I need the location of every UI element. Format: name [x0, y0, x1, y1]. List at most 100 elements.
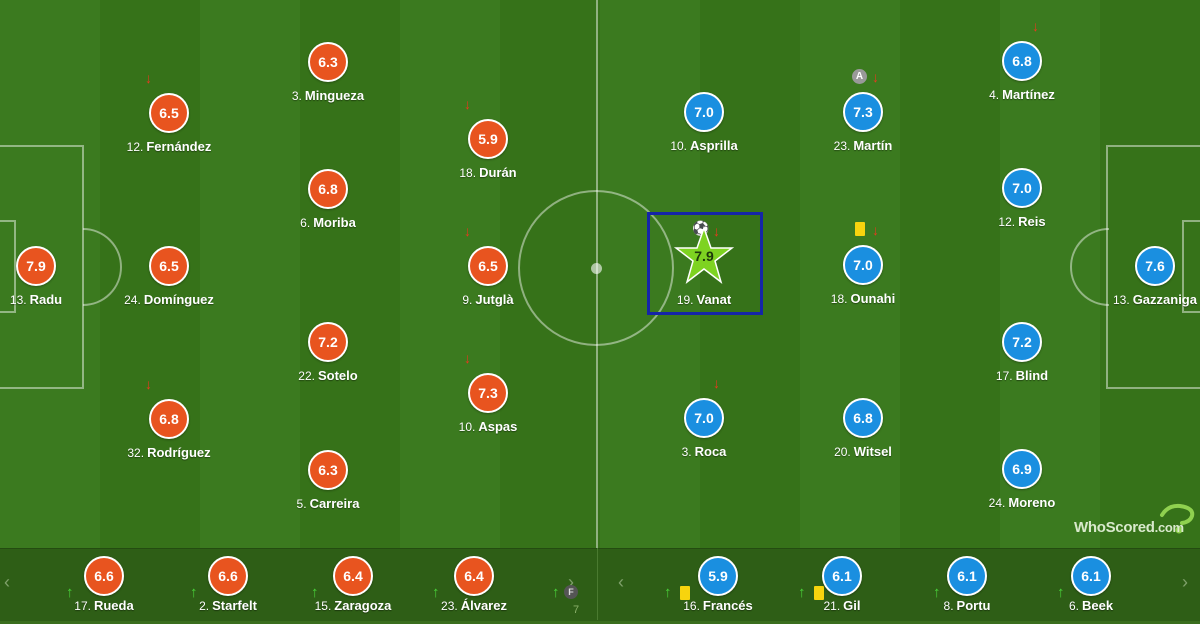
player-label: 16.Francés: [683, 598, 753, 613]
player-label: 3.Roca: [681, 444, 727, 459]
rating-circle: 6.3: [308, 450, 348, 490]
home-player-carreira[interactable]: 6.3 5.Carreira: [248, 450, 408, 530]
pitch: 7.9 13.Radu ↓ 6.5 12.Fernández 6.5 24.Do…: [0, 0, 1200, 548]
home-player-dominguez[interactable]: 6.5 24.Domínguez: [89, 246, 249, 326]
sub-on-arrow-icon: ↑: [190, 584, 198, 601]
rating-circle: 7.3: [843, 92, 883, 132]
player-label: 4.Martínez: [989, 87, 1055, 102]
away-player-witsel[interactable]: 6.8 20.Witsel: [783, 398, 943, 478]
away-sub-gil[interactable]: ↑ 6.1 21.Gil: [762, 544, 922, 624]
rating-circle: 6.8: [308, 169, 348, 209]
away-player-asprilla[interactable]: 7.0 10.Asprilla: [624, 92, 784, 172]
player-label: 2.Starfelt: [199, 598, 257, 613]
rating-circle: 7.9: [16, 246, 56, 286]
home-player-aspas[interactable]: ↓ 7.3 10.Aspas: [408, 351, 568, 453]
rating-circle: 5.9: [468, 119, 508, 159]
player-label: 6.Moriba: [300, 215, 356, 230]
away-player-moreno[interactable]: 6.9 24.Moreno: [942, 449, 1102, 529]
f-badge-icon: F: [564, 585, 578, 599]
away-player-ounahi[interactable]: ↓ 7.0 18.Ounahi: [783, 222, 943, 325]
away-sub-portu[interactable]: ↑ 6.1 8.Portu: [887, 544, 1047, 624]
sub-on-arrow-icon: ↑: [66, 584, 74, 601]
player-label: 5.Carreira: [296, 496, 360, 511]
player-label: 23.Álvarez: [441, 598, 507, 613]
rating-circle: 7.2: [308, 322, 348, 362]
sub-on-arrow-icon: ↑: [664, 584, 672, 601]
captain-badge: A: [852, 69, 867, 84]
player-label: 19.Vanat: [676, 292, 732, 307]
center-circle: [518, 190, 674, 346]
home-player-sotelo[interactable]: 7.2 22.Sotelo: [248, 322, 408, 402]
home-player-rodriguez[interactable]: ↓ 6.8 32.Rodríguez: [89, 377, 249, 479]
sub-off-arrow-icon: ↓: [1032, 18, 1039, 34]
yellow-card-icon: [680, 586, 690, 600]
away-player-reis[interactable]: 7.0 12.Reis: [942, 168, 1102, 248]
rating-circle: 6.1: [1071, 556, 1111, 596]
rating-circle: 6.8: [1002, 41, 1042, 81]
player-label: 12.Reis: [998, 214, 1046, 229]
player-label: 17.Blind: [995, 368, 1049, 383]
away-player-blind[interactable]: 7.2 17.Blind: [942, 322, 1102, 402]
home-sub-more[interactable]: ↑ F 7: [550, 580, 580, 620]
sub-on-arrow-icon: ↑: [933, 584, 941, 601]
rating-circle: 6.4: [454, 556, 494, 596]
sub-off-arrow-icon: ↓: [464, 350, 471, 366]
player-label: 32.Rodríguez: [127, 445, 211, 460]
away-player-martinez[interactable]: ↓ 6.8 4.Martínez: [942, 19, 1102, 121]
player-label: 18.Durán: [459, 165, 517, 180]
away-player-vanat[interactable]: ⚽ ↓ 7.9 19.Vanat: [624, 220, 784, 326]
player-label: 8.Portu: [943, 598, 991, 613]
rating-circle: 6.8: [149, 399, 189, 439]
player-label: 15.Zaragoza: [314, 598, 392, 613]
more-count: 7: [573, 604, 580, 616]
rating-circle: 5.9: [698, 556, 738, 596]
logo-suffix: .com: [1154, 520, 1184, 535]
sub-off-arrow-icon: ↓: [713, 375, 720, 391]
sub-off-arrow-icon: ↓: [145, 376, 152, 392]
substitutes-bar: [0, 548, 1200, 621]
home-player-duran[interactable]: ↓ 5.9 18.Durán: [408, 97, 568, 199]
player-label: 3.Mingueza: [291, 88, 365, 103]
player-label: 23.Martín: [833, 138, 893, 153]
sub-on-arrow-icon: ↑: [552, 584, 560, 601]
player-label: 10.Asprilla: [670, 138, 738, 153]
rating-circle: 7.0: [843, 245, 883, 285]
right-goal-box: [1182, 220, 1200, 313]
center-spot: [591, 263, 602, 274]
rating-circle: 6.8: [843, 398, 883, 438]
away-sub-frances[interactable]: ↑ 5.9 16.Francés: [638, 544, 798, 624]
rating-circle: 6.3: [308, 42, 348, 82]
home-sub-zaragoza[interactable]: ↑ 6.4 15.Zaragoza: [273, 544, 433, 624]
yellow-card-icon: [814, 586, 824, 600]
sub-on-arrow-icon: ↑: [798, 584, 806, 601]
player-label: 24.Domínguez: [124, 292, 214, 307]
home-player-mingueza[interactable]: 6.3 3.Mingueza: [248, 42, 408, 122]
rating-circle: 6.1: [822, 556, 862, 596]
home-player-fernandez[interactable]: ↓ 6.5 12.Fernández: [89, 71, 249, 173]
rating-circle: 7.6: [1135, 246, 1175, 286]
chevron-left-icon[interactable]: ‹: [618, 572, 624, 592]
away-player-martin[interactable]: A ↓ 7.3 23.Martín: [783, 69, 943, 172]
rating-circle: 6.9: [1002, 449, 1042, 489]
away-sub-beek[interactable]: ↑ 6.1 6.Beek: [1011, 544, 1171, 624]
home-player-radu[interactable]: 7.9 13.Radu: [0, 246, 116, 326]
player-label: 22.Sotelo: [298, 368, 358, 383]
away-player-roca[interactable]: ↓ 7.0 3.Roca: [624, 376, 784, 478]
home-player-jutgla[interactable]: ↓ 6.5 9.Jutglà: [408, 224, 568, 326]
yellow-card-icon: [855, 222, 865, 236]
chevron-right-icon[interactable]: ›: [1182, 572, 1188, 592]
home-player-moriba[interactable]: 6.8 6.Moriba: [248, 169, 408, 249]
player-label: 24.Moreno: [988, 495, 1056, 510]
player-label: 6.Beek: [1068, 598, 1114, 613]
rating-circle: 7.2: [1002, 322, 1042, 362]
chevron-left-icon[interactable]: ‹: [4, 572, 10, 592]
rating-circle: 7.0: [1002, 168, 1042, 208]
chevron-right-icon[interactable]: ›: [568, 572, 574, 592]
rating-circle: 6.4: [333, 556, 373, 596]
rating-circle: 6.5: [149, 246, 189, 286]
away-player-gazzaniga[interactable]: 7.6 13.Gazzaniga: [1075, 246, 1200, 326]
player-label: 13.Radu: [9, 292, 63, 307]
home-sub-rueda[interactable]: ↑ 6.6 17.Rueda: [24, 544, 184, 624]
home-sub-alvarez[interactable]: ↑ 6.4 23.Álvarez: [394, 544, 554, 624]
home-sub-starfelt[interactable]: ↑ 6.6 2.Starfelt: [148, 544, 308, 624]
